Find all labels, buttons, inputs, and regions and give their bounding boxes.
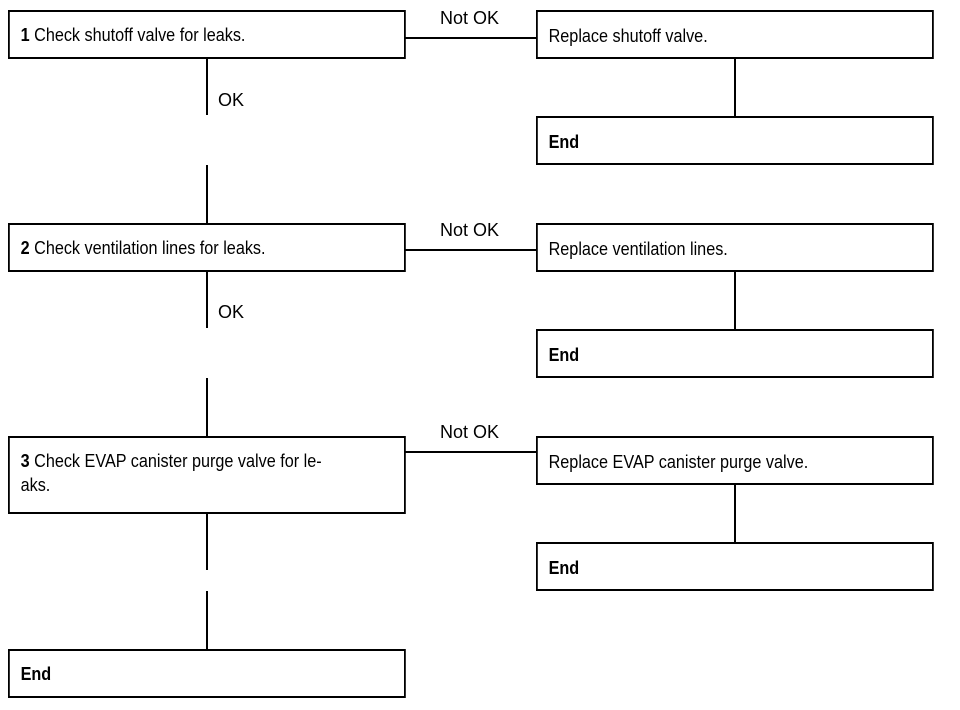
step-1-action-box: Replace shutoff valve.: [536, 10, 934, 59]
step-2-fail-label: Not OK: [440, 220, 500, 240]
step-1-action-end-text: End: [548, 132, 580, 152]
step-3-fail-connector: [405, 451, 537, 453]
step-3-action-end-text: End: [548, 558, 580, 578]
step-2-number: 2: [20, 238, 30, 258]
step-2-action-end-box: End: [536, 329, 934, 378]
step-1-number: 1: [20, 25, 30, 45]
step-1-text: Check shutoff valve for leaks.: [34, 25, 246, 45]
step-2-action-box: Replace ventilation lines.: [536, 223, 934, 272]
step-3-pass-connector-bottom: [206, 591, 208, 649]
step-3-action-box: Replace EVAP canister purge valve.: [536, 436, 934, 485]
step-3-action-text: Replace EVAP canister purge valve.: [548, 452, 809, 472]
step-2-action-connector: [734, 271, 736, 329]
step-2-action-end-text: End: [548, 345, 580, 365]
step-3-pass-connector-top: [206, 514, 208, 570]
step-2-action-text: Replace ventilation lines.: [548, 239, 728, 259]
final-end-text: End: [20, 664, 52, 684]
step-3-number: 3: [20, 451, 30, 471]
step-1-pass-connector-top: [206, 59, 208, 115]
step-3-fail-label: Not OK: [440, 422, 500, 442]
step-2-text: Check ventilation lines for leaks.: [34, 238, 266, 258]
step-3-action-end-box: End: [536, 542, 934, 591]
step-1-action-text: Replace shutoff valve.: [548, 26, 708, 46]
final-end-box: End: [8, 649, 406, 698]
step-2-pass-connector-top: [206, 272, 208, 328]
step-1-pass-connector-bottom: [206, 165, 208, 223]
step-1-action-connector: [734, 58, 736, 116]
step-1-fail-label: Not OK: [440, 8, 500, 28]
step-2-pass-connector-bottom: [206, 378, 208, 436]
step-3-text-line-2: aks.: [20, 475, 51, 495]
step-3-text-line-1: Check EVAP canister purge valve for le-: [34, 451, 322, 471]
step-1-fail-connector: [405, 37, 537, 39]
step-2-fail-connector: [405, 249, 537, 251]
step-1-action-end-box: End: [536, 116, 934, 165]
step-3-action-connector: [734, 484, 736, 542]
step-2-pass-label: OK: [218, 302, 245, 322]
step-1-pass-label: OK: [218, 90, 245, 110]
